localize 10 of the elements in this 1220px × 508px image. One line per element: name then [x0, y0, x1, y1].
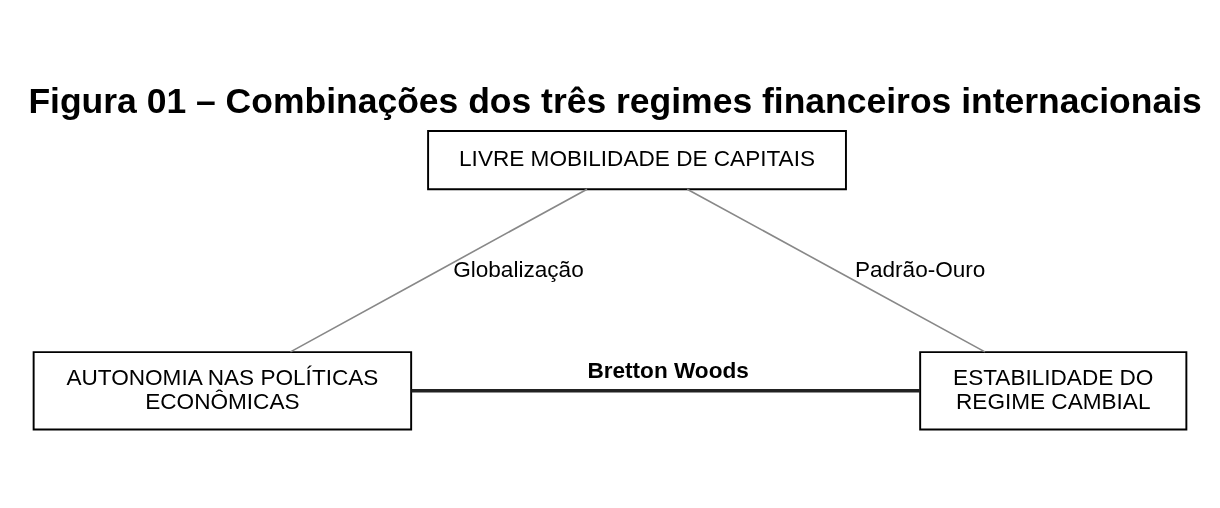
node-box: AUTONOMIA NAS POLÍTICAS ECONÔMICAS [32, 350, 413, 431]
connector [686, 187, 986, 353]
connector [289, 187, 588, 353]
node-box: LIVRE MOBILIDADE DE CAPITAIS [427, 129, 847, 190]
diagram-title: Figura 01 – Combinações dos três regimes financeiros internacionais [28, 80, 1202, 121]
connector [411, 388, 920, 393]
node-box: ESTABILIDADE DO REGIME CAMBIAL [919, 350, 1188, 431]
edge-label: Globalização [453, 256, 584, 282]
edge-label: Bretton Woods [587, 357, 749, 383]
edge-label: Padrão-Ouro [854, 256, 986, 282]
